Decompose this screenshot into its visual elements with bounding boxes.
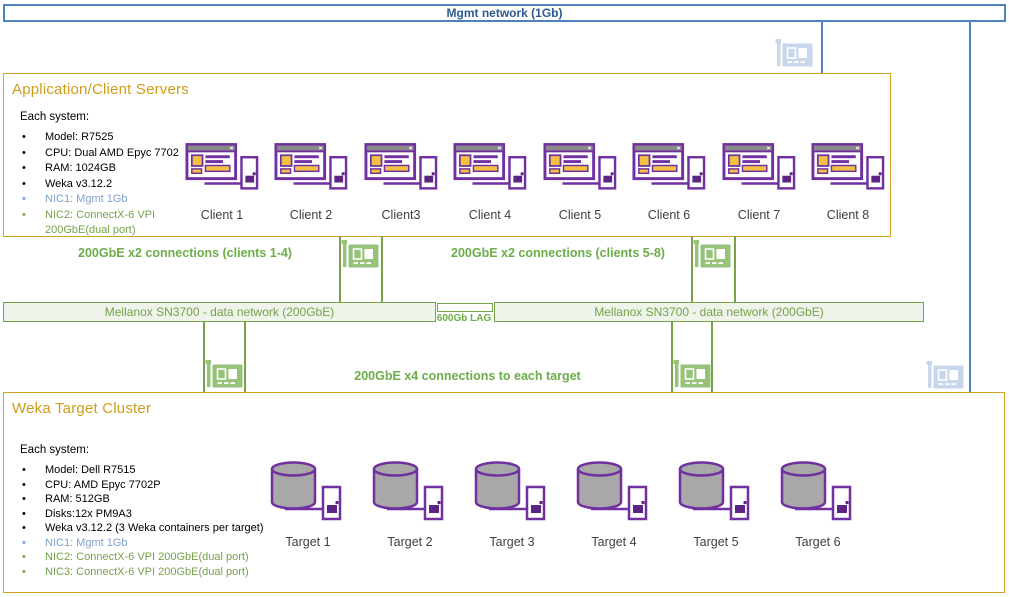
target-label: Target 3 bbox=[489, 535, 535, 549]
storage-target-icon bbox=[269, 455, 347, 521]
spec-item: NIC1: Mgmt 1Gb bbox=[14, 536, 270, 551]
target-label: Target 4 bbox=[591, 535, 637, 549]
data-network-line bbox=[381, 236, 383, 304]
client-label: Client 8 bbox=[826, 208, 870, 222]
lag-label: 600Gb LAG bbox=[436, 313, 492, 324]
spec-item: CPU: AMD Epyc 7702P bbox=[14, 478, 270, 493]
client-3-node: Client3 bbox=[356, 136, 446, 222]
client-computer-icon bbox=[453, 136, 527, 194]
client-label: Client 7 bbox=[737, 208, 781, 222]
client-5-node: Client 5 bbox=[535, 136, 625, 222]
storage-target-icon bbox=[473, 455, 551, 521]
storage-target-icon bbox=[779, 455, 857, 521]
lag-connector bbox=[437, 303, 493, 312]
data-network-line bbox=[671, 321, 673, 392]
spec-item: Model: Dell R7515 bbox=[14, 463, 270, 478]
client-computer-icon bbox=[811, 136, 885, 194]
switch-left-label: Mellanox SN3700 - data network (200GbE) bbox=[104, 305, 335, 319]
data-network-line bbox=[734, 236, 736, 304]
mgmt-network-card-icon bbox=[775, 38, 813, 68]
switch-right-label: Mellanox SN3700 - data network (200GbE) bbox=[594, 305, 824, 319]
data-network-card-icon bbox=[693, 239, 731, 269]
target-3-node: Target 3 bbox=[462, 455, 562, 549]
client-computer-icon bbox=[274, 136, 348, 194]
client-label: Client 5 bbox=[558, 208, 602, 222]
mgmt-network-bar: Mgmt network (1Gb) bbox=[3, 4, 1006, 22]
target-specs-list: Model: Dell R7515 CPU: AMD Epyc 7702P RA… bbox=[14, 463, 270, 579]
app-client-servers-title: Application/Client Servers bbox=[12, 81, 189, 98]
client-computer-icon bbox=[364, 136, 438, 194]
client-computer-icon bbox=[632, 136, 706, 194]
switch-right-bar: Mellanox SN3700 - data network (200GbE) bbox=[494, 302, 924, 322]
target-specs-heading: Each system: bbox=[20, 444, 90, 456]
client-4-node: Client 4 bbox=[445, 136, 535, 222]
target-5-node: Target 5 bbox=[666, 455, 766, 549]
app-specs-list: Model: R7525 CPU: Dual AMD Epyc 7702 RAM… bbox=[14, 130, 195, 239]
client-8-node: Client 8 bbox=[803, 136, 893, 222]
mgmt-network-line-to-clients bbox=[821, 20, 823, 73]
target-label: Target 2 bbox=[387, 535, 433, 549]
target-label: Target 5 bbox=[693, 535, 739, 549]
spec-item: RAM: 1024GB bbox=[14, 161, 195, 177]
client-label: Client 2 bbox=[289, 208, 333, 222]
mgmt-network-line-to-targets bbox=[969, 20, 971, 392]
target-6-node: Target 6 bbox=[768, 455, 868, 549]
target-specs: Each system: Model: Dell R7515 CPU: AMD … bbox=[14, 444, 270, 579]
switch-left-bar: Mellanox SN3700 - data network (200GbE) bbox=[3, 302, 436, 322]
client-2-node: Client 2 bbox=[266, 136, 356, 222]
spec-item: NIC2: ConnectX-6 VPI 200GbE(dual port) bbox=[14, 550, 270, 565]
client-label: Client3 bbox=[381, 208, 421, 222]
client-1-node: Client 1 bbox=[177, 136, 267, 222]
mgmt-network-label: Mgmt network (1Gb) bbox=[446, 6, 563, 20]
storage-target-icon bbox=[677, 455, 755, 521]
target-1-node: Target 1 bbox=[258, 455, 358, 549]
data-network-line bbox=[244, 321, 246, 392]
data-network-line bbox=[339, 236, 341, 304]
client-7-node: Client 7 bbox=[714, 136, 804, 222]
spec-item: NIC2: ConnectX-6 VPI 200GbE(dual port) bbox=[14, 208, 195, 239]
spec-item: RAM: 512GB bbox=[14, 492, 270, 507]
spec-item: NIC1: Mgmt 1Gb bbox=[14, 192, 195, 208]
spec-item: CPU: Dual AMD Epyc 7702 bbox=[14, 146, 195, 162]
mgmt-network-card-icon bbox=[926, 360, 964, 390]
client-computer-icon bbox=[722, 136, 796, 194]
connection-label-clients-5-8: 200GbE x2 connections (clients 5-8) bbox=[451, 246, 665, 260]
spec-item: Model: R7525 bbox=[14, 130, 195, 146]
data-network-card-icon bbox=[205, 359, 243, 389]
data-network-line bbox=[711, 321, 713, 392]
connection-label-clients-1-4: 200GbE x2 connections (clients 1-4) bbox=[78, 246, 292, 260]
storage-target-icon bbox=[371, 455, 449, 521]
data-network-line bbox=[203, 321, 205, 392]
data-network-card-icon bbox=[341, 239, 379, 269]
client-computer-icon bbox=[185, 136, 259, 194]
app-specs-heading: Each system: bbox=[20, 111, 90, 123]
client-label: Client 4 bbox=[468, 208, 512, 222]
target-2-node: Target 2 bbox=[360, 455, 460, 549]
data-network-line bbox=[691, 236, 693, 304]
spec-item: NIC3: ConnectX-6 VPI 200GbE(dual port) bbox=[14, 565, 270, 580]
client-label: Client 6 bbox=[647, 208, 691, 222]
storage-target-icon bbox=[575, 455, 653, 521]
data-network-card-icon bbox=[673, 359, 711, 389]
spec-item: Disks:12x PM9A3 bbox=[14, 507, 270, 522]
client-computer-icon bbox=[543, 136, 617, 194]
connection-label-targets: 200GbE x4 connections to each target bbox=[354, 369, 581, 383]
weka-target-cluster-title: Weka Target Cluster bbox=[12, 400, 152, 417]
client-label: Client 1 bbox=[200, 208, 244, 222]
target-4-node: Target 4 bbox=[564, 455, 664, 549]
target-label: Target 1 bbox=[285, 535, 331, 549]
client-6-node: Client 6 bbox=[624, 136, 714, 222]
target-label: Target 6 bbox=[795, 535, 841, 549]
spec-item: Weka v3.12.2 (3 Weka containers per targ… bbox=[14, 521, 270, 536]
spec-item: Weka v3.12.2 bbox=[14, 177, 195, 193]
app-specs: Each system: Model: R7525 CPU: Dual AMD … bbox=[14, 111, 195, 239]
